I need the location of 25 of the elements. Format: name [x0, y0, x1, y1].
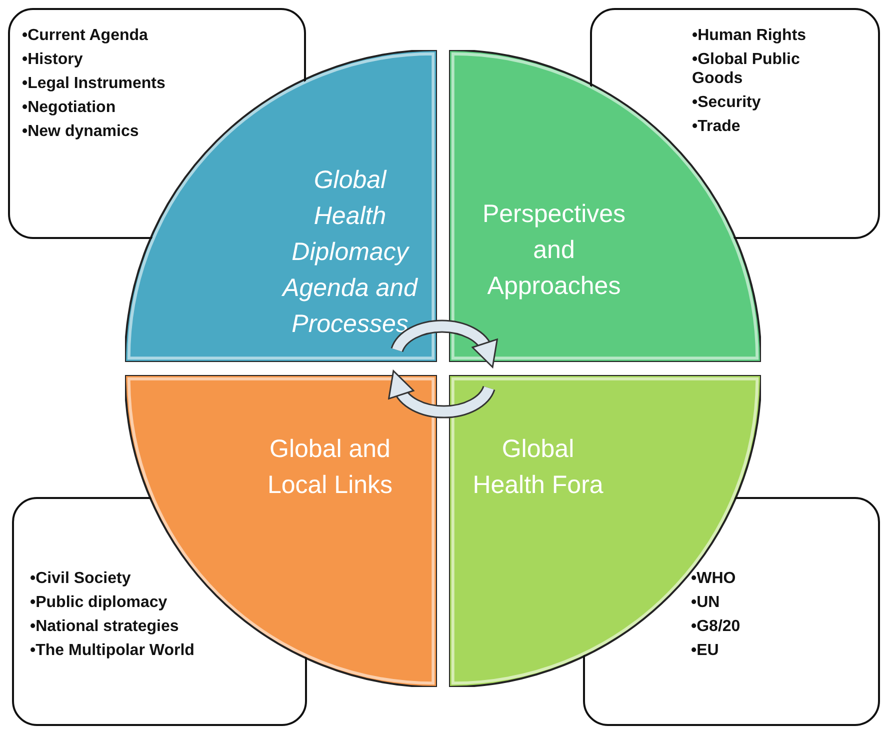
bullet-item: •Legal Instruments	[22, 74, 166, 93]
quadrant-segment	[449, 375, 761, 687]
segment-title: Perspectives and Approaches	[481, 199, 627, 302]
bullet-item: •WHO	[691, 569, 737, 588]
bullet-item: •National strategies	[30, 617, 180, 636]
bullet-item: •Civil Society	[30, 569, 132, 588]
bullet-item: •The Multipolar World	[30, 641, 196, 660]
bullet-item: •Global Public Goods	[692, 50, 801, 88]
segment-title: Global and Local Links	[266, 434, 394, 501]
bullet-item: •Trade	[692, 117, 742, 136]
bullet-item: •New dynamics	[22, 122, 140, 141]
bullet-item: •EU	[691, 641, 720, 660]
bullet-item: •Public diplomacy	[30, 593, 168, 612]
list-box	[8, 8, 306, 239]
list-box	[583, 497, 880, 726]
segment-title: Global Health Diplomacy Agenda and Processes	[280, 165, 419, 340]
segment-title: Global Health Fora	[472, 434, 604, 501]
bullet-item: •Security	[692, 93, 762, 112]
bullet-item: •Human Rights	[692, 26, 808, 45]
list-box	[12, 497, 307, 726]
bullet-item: •G8/20	[691, 617, 742, 636]
bullet-item: •History	[22, 50, 84, 69]
bullet-item: •UN	[691, 593, 721, 612]
bullet-item: •Current Agenda	[22, 26, 149, 45]
bullet-item: •Negotiation	[22, 98, 117, 117]
